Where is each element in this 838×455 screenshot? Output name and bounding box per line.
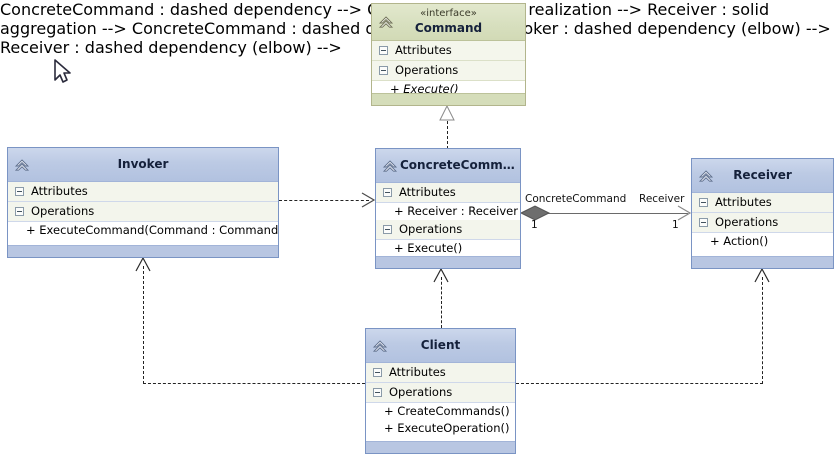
compartment-label-operations: Operations [31, 204, 95, 218]
class-name-concretecommand: ConcreteComm… [400, 158, 515, 172]
connector-client-to-receiver-vertical[interactable] [762, 277, 763, 384]
connector-concretecommand-to-receiver[interactable] [528, 213, 688, 214]
compartment-attributes-invoker[interactable]: Attributes [8, 182, 278, 202]
class-footer-receiver [692, 256, 833, 268]
connector-client-to-receiver-horizontal[interactable] [516, 383, 763, 384]
class-name-command: Command [414, 21, 483, 35]
operation-item-client-executeoperation[interactable]: + ExecuteOperation() [366, 420, 515, 437]
class-header-client[interactable]: Client [366, 329, 515, 363]
compartment-operations-receiver[interactable]: Operations [692, 213, 833, 233]
minus-box-icon[interactable] [699, 218, 708, 227]
chevron-double-up-icon[interactable] [698, 168, 714, 184]
edge-label-target-multiplicity: 1 [672, 219, 679, 231]
compartment-label-attributes: Attributes [399, 185, 456, 199]
compartment-attributes-client[interactable]: Attributes [366, 363, 515, 383]
compartment-label-attributes: Attributes [395, 43, 452, 57]
class-name-receiver: Receiver [733, 168, 792, 182]
class-box-invoker[interactable]: Invoker Attributes Operations + ExecuteC… [7, 147, 279, 258]
minus-box-icon[interactable] [15, 187, 24, 196]
attribute-item-concretecommand-receiver[interactable]: + Receiver : Receiver [376, 203, 520, 220]
chevron-double-up-icon[interactable] [378, 14, 394, 30]
minus-box-icon[interactable] [379, 66, 388, 75]
connector-concretecommand-to-command[interactable] [447, 116, 448, 149]
minus-box-icon[interactable] [373, 388, 382, 397]
chevron-double-up-icon[interactable] [372, 338, 388, 354]
class-name-invoker: Invoker [117, 157, 169, 171]
minus-box-icon[interactable] [373, 368, 382, 377]
class-name-client: Client [420, 338, 461, 352]
edge-label-target-role: Receiver [639, 193, 685, 205]
chevron-double-up-icon[interactable] [382, 158, 398, 174]
minus-box-icon[interactable] [383, 188, 392, 197]
minus-box-icon[interactable] [15, 207, 24, 216]
class-footer-invoker [8, 245, 278, 257]
minus-box-icon[interactable] [383, 225, 392, 234]
compartment-label-attributes: Attributes [31, 184, 88, 198]
compartment-operations-concretecommand[interactable]: Operations [376, 220, 520, 240]
class-header-receiver[interactable]: Receiver [692, 159, 833, 193]
compartment-operations-invoker[interactable]: Operations [8, 202, 278, 222]
compartment-attributes-concretecommand[interactable]: Attributes [376, 183, 520, 203]
minus-box-icon[interactable] [379, 46, 388, 55]
compartment-label-attributes: Attributes [389, 365, 446, 379]
compartment-attributes-command[interactable]: Attributes [372, 41, 525, 61]
compartment-label-operations: Operations [395, 63, 459, 77]
connector-client-to-invoker-vertical[interactable] [143, 266, 144, 384]
class-header-command[interactable]: «interface» Command [372, 4, 525, 41]
edge-label-source-multiplicity: 1 [531, 219, 538, 231]
class-header-invoker[interactable]: Invoker [8, 148, 278, 182]
operation-item-concretecommand-execute[interactable]: + Execute() [376, 240, 520, 257]
class-box-client[interactable]: Client Attributes Operations + CreateCom… [365, 328, 516, 454]
compartment-operations-command[interactable]: Operations [372, 61, 525, 81]
class-footer-concretecommand [376, 256, 520, 268]
connector-client-to-concretecommand[interactable] [441, 277, 442, 328]
class-footer-client [366, 441, 515, 453]
connector-client-to-invoker-horizontal[interactable] [143, 383, 365, 384]
class-header-concretecommand[interactable]: ConcreteComm… [376, 149, 520, 183]
operation-item-invoker-executecommand[interactable]: + ExecuteCommand(Command : Command) [8, 222, 278, 239]
edge-label-source-role: ConcreteCommand [525, 193, 627, 205]
chevron-double-up-icon[interactable] [14, 157, 30, 173]
class-stereotype-command: «interface» [420, 8, 477, 19]
class-box-receiver[interactable]: Receiver Attributes Operations + Action(… [691, 158, 834, 269]
minus-box-icon[interactable] [699, 198, 708, 207]
operation-item-client-createcommands[interactable]: + CreateCommands() [366, 403, 515, 420]
class-footer-command [372, 93, 525, 105]
compartment-label-operations: Operations [389, 385, 453, 399]
compartment-label-operations: Operations [399, 222, 463, 236]
class-box-concretecommand[interactable]: ConcreteComm… Attributes + Receiver : Re… [375, 148, 521, 269]
compartment-attributes-receiver[interactable]: Attributes [692, 193, 833, 213]
connector-invoker-to-concretecommand[interactable] [279, 200, 369, 201]
class-box-command[interactable]: «interface» Command Attributes Operation… [371, 3, 526, 106]
compartment-operations-client[interactable]: Operations [366, 383, 515, 403]
operation-item-receiver-action[interactable]: + Action() [692, 233, 833, 250]
compartment-label-attributes: Attributes [715, 195, 772, 209]
compartment-label-operations: Operations [715, 215, 779, 229]
